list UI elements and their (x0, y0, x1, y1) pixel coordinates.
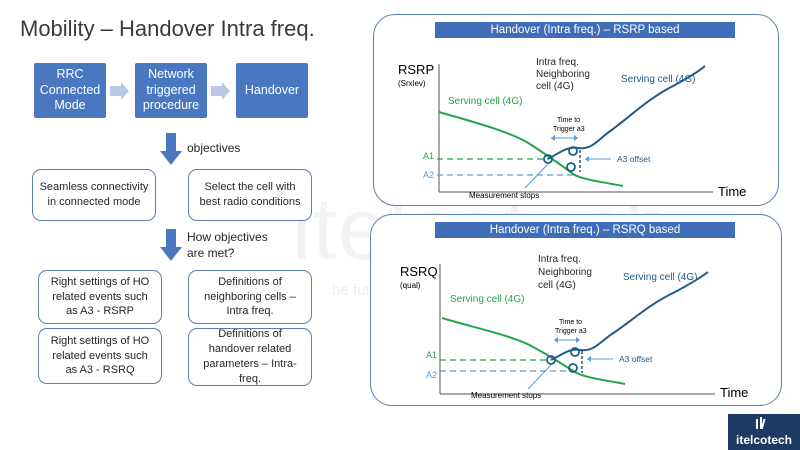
rsrp-ttt-label-1: Time to (557, 117, 580, 124)
rsrq-chart-panel (370, 214, 782, 406)
logo-wordmark: itelcotech (735, 433, 792, 447)
rsrq-neighbor-label-3: cell (4G) (538, 280, 576, 291)
rsrp-ttt-arrowhead-right (574, 135, 578, 141)
rsrp-neighbor-label-1: Intra freq. (536, 57, 579, 68)
rsrq-a1-marker (546, 355, 556, 365)
rsrq-ttt-arrowhead-left (554, 337, 558, 343)
rsrq-neighbor-label-2: Neighboring (538, 267, 592, 278)
rsrq-neighbor-label-1: Intra freq. (538, 254, 581, 265)
rsrp-offset-label: A3 offset (617, 154, 651, 164)
flow-step-rrc-connected: RRC Connected Mode (34, 63, 106, 118)
rsrp-offset-arrowhead (585, 156, 589, 162)
rsrp-a3-marker (568, 146, 578, 156)
objectives-down-arrow-icon (160, 133, 182, 165)
rsrq-serving-cell-label: Serving cell (4G) (450, 294, 524, 305)
method-handover-parameters: Definitions of handover related paramete… (188, 328, 312, 386)
objective-seamless-connectivity: Seamless connectivity in connected mode (32, 169, 156, 221)
rsrq-y-sublabel: (qual) (400, 281, 421, 290)
rsrp-ttt-arrowhead-left (551, 135, 555, 141)
flow-arrow-2 (211, 82, 230, 100)
rsrp-neighbor-label-3: cell (4G) (536, 81, 574, 92)
flow-step-handover: Handover (236, 63, 308, 118)
rsrp-chart-panel (373, 14, 779, 206)
how-down-arrow-icon (160, 229, 182, 261)
rsrp-y-label: RSRP (398, 62, 434, 77)
rsrq-chart: RSRQ (qual) Time A1 A2 Serving cell (4G)… (400, 254, 748, 400)
flow-arrow-1 (110, 82, 129, 100)
rsrq-measurement-pointer (527, 364, 552, 390)
rsrp-a1-marker (543, 154, 553, 164)
rsrq-a3-marker (570, 347, 580, 357)
method-ho-events-rsrp: Right settings of HO related events such… (38, 270, 162, 324)
rsrp-chart-title: Handover (Intra freq.) – RSRP based (435, 22, 735, 38)
method-ho-events-rsrq: Right settings of HO related events such… (38, 328, 162, 384)
rsrq-chart-title: Handover (Intra freq.) – RSRQ based (435, 222, 735, 238)
rsrp-chart: RSRP (Srxlev) Time A1 A2 Serving cell (4… (398, 57, 746, 200)
rsrp-y-sublabel: (Srxlev) (398, 79, 426, 88)
how-objectives-label: How objectives are met? (187, 230, 268, 260)
rsrq-level-a1: A1 (426, 350, 437, 360)
rsrp-ttt-label-2: Trigger a3 (553, 126, 585, 133)
rsrp-measurement-pointer (524, 163, 549, 189)
rsrq-ttt-arrowhead-right (576, 337, 580, 343)
rsrp-ho-marker (566, 162, 576, 172)
objective-select-best-cell: Select the cell with best radio conditio… (188, 169, 312, 221)
slide-title: Mobility – Handover Intra freq. (20, 16, 315, 41)
rsrp-level-a2: A2 (423, 170, 434, 180)
rsrq-level-a2: A2 (426, 370, 437, 380)
rsrp-serving-cell-label: Serving cell (4G) (448, 96, 522, 107)
rsrp-serving-cell-new-label: Serving cell (4G) (621, 74, 695, 85)
rsrq-y-label: RSRQ (400, 264, 438, 279)
rsrp-level-a1: A1 (423, 151, 434, 161)
rsrq-ho-marker (568, 363, 578, 373)
rsrq-offset-label: A3 offset (619, 354, 653, 364)
rsrq-measurement-stops-label: Measurement stops (471, 391, 541, 400)
rsrq-serving-cell-new-label: Serving cell (4G) (623, 272, 697, 283)
logo-mark-icon (756, 417, 766, 429)
flow-step-network-triggered: Network triggered procedure (135, 63, 207, 118)
rsrq-serving-cell-line (441, 317, 626, 385)
rsrq-ttt-label-1: Time to (559, 319, 582, 326)
itelcotech-logo: itelcotech (728, 414, 800, 450)
rsrp-x-label: Time (718, 184, 746, 199)
rsrq-ttt-label-2: Trigger a3 (555, 328, 587, 335)
method-neighbor-definitions: Definitions of neighboring cells – Intra… (188, 270, 312, 324)
rsrq-offset-arrowhead (587, 356, 591, 362)
objectives-label: objectives (187, 141, 241, 155)
rsrp-measurement-stops-label: Measurement stops (469, 191, 539, 200)
rsrp-neighbor-label-2: Neighboring (536, 69, 590, 80)
rsrq-x-label: Time (720, 385, 748, 400)
